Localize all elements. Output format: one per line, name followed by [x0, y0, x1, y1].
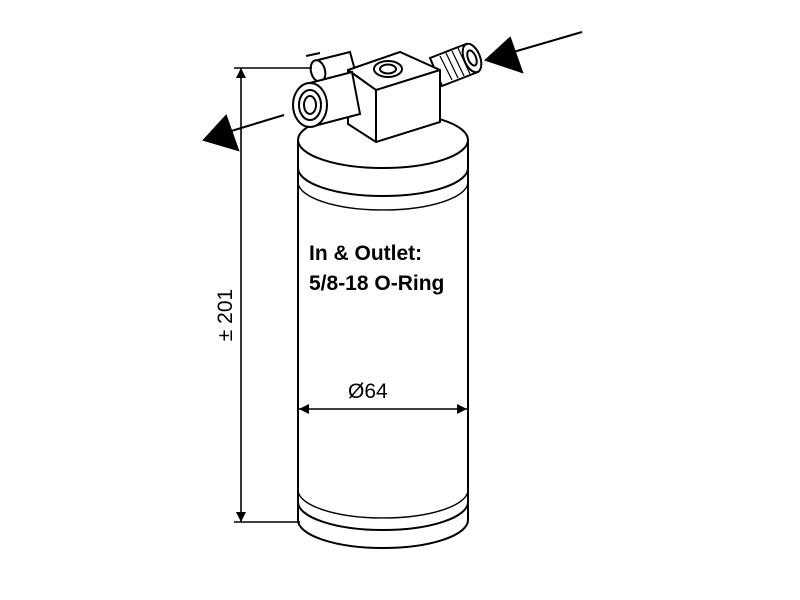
cylinder-body	[297, 111, 469, 549]
inlet-fitting	[428, 42, 483, 88]
outlet-fitting	[292, 70, 362, 128]
diameter-label: Ø64	[348, 380, 388, 403]
inlet-flow-arrow-icon	[484, 31, 583, 74]
service-port	[305, 50, 358, 84]
height-label: ± 201	[214, 288, 237, 342]
outlet-flow-arrow-icon	[202, 114, 285, 152]
height-dimension-line	[234, 67, 312, 523]
fitting-block	[347, 50, 441, 144]
connection-spec-line2: 5/8-18 O-Ring	[309, 272, 445, 295]
connection-spec-line1: In & Outlet:	[309, 242, 423, 265]
